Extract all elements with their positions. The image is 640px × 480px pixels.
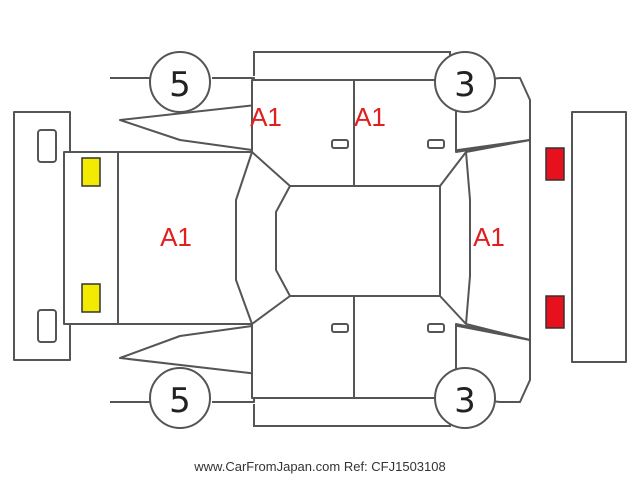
damage-trunk: A1 (473, 222, 505, 252)
rear-bumper (571, 111, 627, 363)
watermark-ref: Ref: CFJ1503108 (343, 459, 446, 474)
tire-depth-front-left: 5 (169, 65, 191, 105)
front-light-left (81, 157, 101, 187)
damage-left-front-door: A1 (250, 102, 282, 132)
damage-left-rear-door: A1 (354, 102, 386, 132)
watermark-source: www.CarFromJapan.com (194, 459, 341, 474)
tire-rear-right: 3 (434, 367, 496, 429)
tire-depth-front-right: 5 (169, 381, 191, 421)
tire-front-left: 5 (149, 51, 211, 113)
tire-rear-left: 3 (434, 51, 496, 113)
damage-hood: A1 (160, 222, 192, 252)
rear-light-left (545, 147, 565, 181)
car-body (63, 79, 531, 399)
tire-front-right: 5 (149, 367, 211, 429)
watermark-footer: www.CarFromJapan.com Ref: CFJ1503108 (0, 459, 640, 474)
tire-depth-rear-left: 3 (454, 65, 476, 105)
rear-light-right (545, 295, 565, 329)
tire-depth-rear-right: 3 (454, 381, 476, 421)
front-light-right (81, 283, 101, 313)
front-bumper (13, 111, 71, 361)
